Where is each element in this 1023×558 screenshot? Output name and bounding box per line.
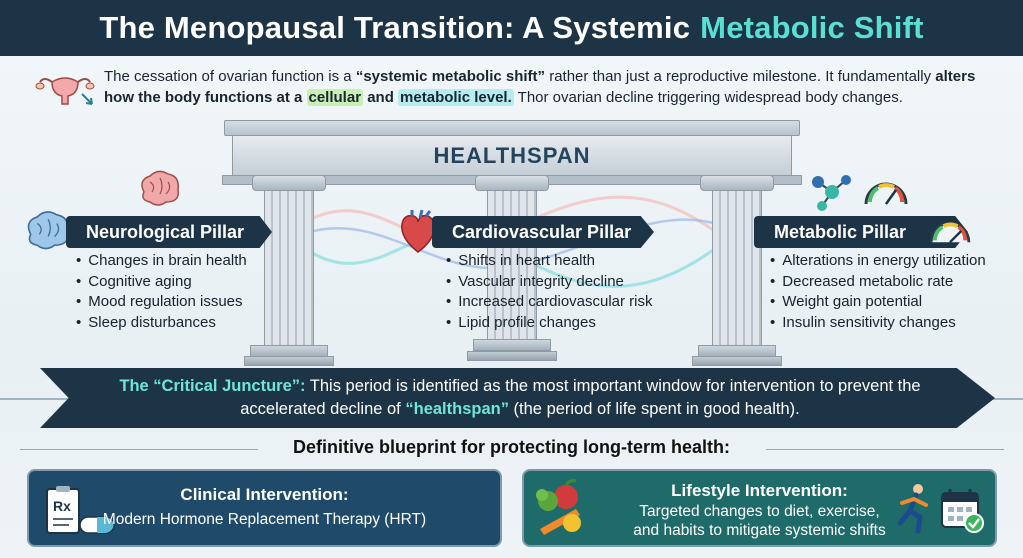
lifestyle-title: Lifestyle Intervention: xyxy=(671,481,848,500)
list-item: Insulin sensitivity changes xyxy=(770,313,986,334)
list-item: Increased cardiovascular risk xyxy=(446,292,652,313)
title-accent: Metabolic Shift xyxy=(700,10,924,45)
temple-entablature: HEALTHSPAN xyxy=(232,135,792,177)
list-item: Vascular integrity decline xyxy=(446,272,653,293)
divider-right xyxy=(766,449,1004,450)
list-item: Alterations in energy utilization xyxy=(770,251,985,272)
uterus-icon xyxy=(35,77,95,105)
healthspan-label: HEALTHSPAN xyxy=(433,143,591,168)
list-item: Decreased metabolic rate xyxy=(770,272,986,293)
intro-section: The cessation of ovarian function is a “… xyxy=(30,64,1000,114)
brain-icon xyxy=(141,170,180,206)
metabolic-pillar-label: Metabolic Pillar xyxy=(754,216,968,248)
runner-icon xyxy=(897,484,928,534)
clinical-intervention-card: Rx Clinical Intervention: Modern Hormone… xyxy=(27,469,502,547)
molecule-icon xyxy=(812,175,851,211)
title-main: The Menopausal Transition: A Systemic xyxy=(99,10,691,45)
clinical-subtitle: Modern Hormone Replacement Therapy (HRT) xyxy=(102,511,427,528)
cardiovascular-pillar-label: Cardiovascular Pillar xyxy=(432,216,654,248)
critical-juncture-text: The “Critical Juncture”: This period is … xyxy=(119,377,921,418)
metabolic-list: Alterations in energy utilization Decrea… xyxy=(770,251,986,334)
prescription-icon: Rx xyxy=(46,486,80,534)
list-item: Sleep disturbances xyxy=(76,313,247,334)
temple-roof xyxy=(224,120,800,136)
clinical-title: Clinical Intervention: xyxy=(180,485,349,504)
page-title: The Menopausal Transition: A Systemic Me… xyxy=(0,0,1023,56)
cardiovascular-list: Shifts in heart health Vascular integrit… xyxy=(446,251,653,334)
list-item: Changes in brain health xyxy=(76,251,246,272)
critical-juncture-banner xyxy=(40,368,995,428)
lifestyle-subtitle: Targeted changes to diet, exercise, and … xyxy=(633,503,886,539)
neurological-pillar-label: Neurological Pillar xyxy=(66,216,272,248)
list-item: Shifts in heart health xyxy=(446,251,653,272)
vegetables-icon xyxy=(536,479,581,535)
brain-icon-large xyxy=(27,211,69,250)
blueprint-heading: Definitive blueprint for protecting long… xyxy=(292,437,730,457)
list-item: Lipid profile changes xyxy=(446,313,653,334)
pill-icon xyxy=(79,516,115,534)
list-item: Mood regulation issues xyxy=(76,292,247,313)
neurological-list: Changes in brain health Cognitive aging … xyxy=(76,251,247,334)
gauge-icon-large xyxy=(929,221,971,244)
list-item: Cognitive aging xyxy=(76,272,247,293)
calendar-check-icon xyxy=(941,489,984,533)
list-item: Weight gain potential xyxy=(770,292,986,313)
lifestyle-intervention-card: Lifestyle Intervention: Targeted changes… xyxy=(522,469,997,547)
svg-text:Rx: Rx xyxy=(53,498,71,514)
divider-left xyxy=(20,449,258,450)
gauge-icon xyxy=(864,182,908,205)
intro-text: The cessation of ovarian function is a “… xyxy=(104,68,976,106)
